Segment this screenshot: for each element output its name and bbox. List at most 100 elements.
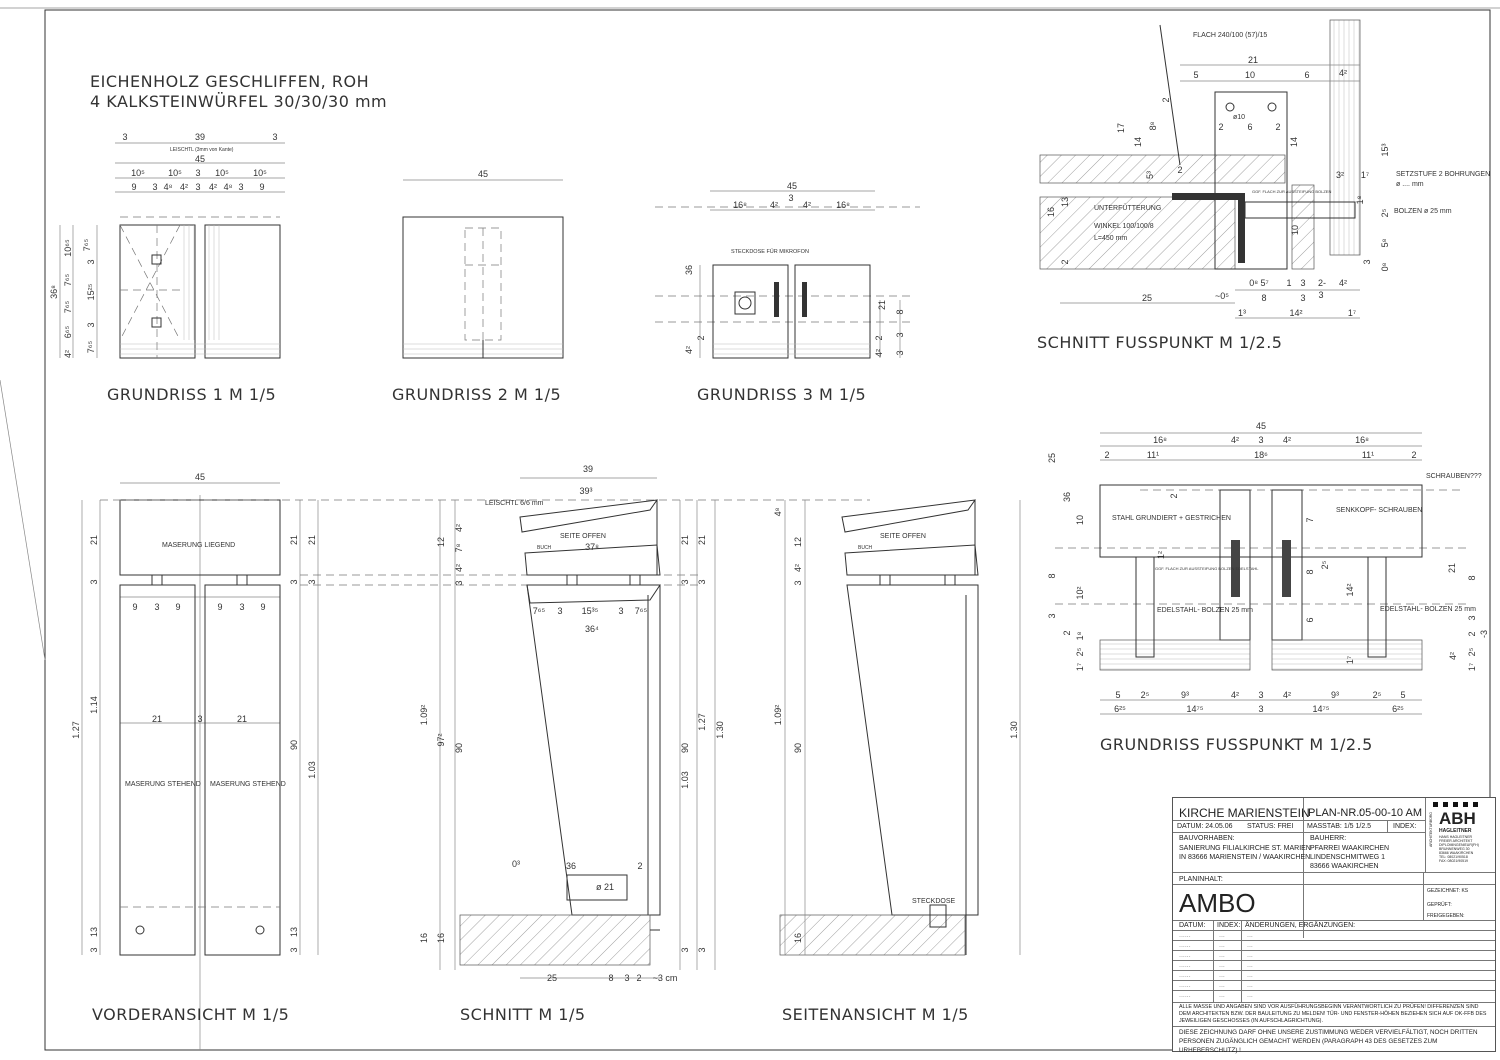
dimension-label: TEL: 08021/90518 (1439, 855, 1468, 859)
dimension-label: 16⁸ (1153, 435, 1167, 445)
changes-row: ...... (1179, 982, 1191, 989)
dimension-label: 21 (1248, 55, 1258, 65)
dimension-label: 21 (1447, 563, 1457, 573)
dimension-label: 21 (289, 535, 299, 545)
view-title-seitenansicht: SEITENANSICHT M 1/5 (782, 1005, 969, 1024)
dimension-label: ... (1219, 952, 1225, 959)
dimension-label: 7⁶⁵ (635, 606, 648, 616)
dimension-label: 90 (289, 740, 299, 750)
index: INDEX: (1393, 823, 1417, 830)
dimension-label: 90 (454, 743, 464, 753)
dimension-label: BRUNNENWEG 30 (1439, 847, 1470, 851)
dimension-label: 17 (1116, 123, 1126, 133)
bauvorhaben-line: IN 83666 MARIENSTEIN / WAAKIRCHEN (1179, 854, 1311, 861)
dimension-label: 3 (793, 580, 803, 585)
dimension-label: 13 (89, 927, 99, 937)
dimension-label: 2 (1161, 97, 1171, 102)
bauvorhaben-label: BAUVORHABEN: (1179, 835, 1235, 842)
dimension-label: WINKEL 100/100/8 (1094, 223, 1154, 230)
dimension-label: 3 (86, 322, 96, 327)
dimension-label: 3 (289, 947, 299, 952)
dimension-label: 1.09² (773, 705, 783, 726)
dimension-label: 8 (1305, 569, 1315, 574)
view-title-grundriss-3: GRUNDRISS 3 M 1/5 (697, 385, 866, 404)
dimension-label: ... (1247, 942, 1253, 949)
changes-table: DATUM: INDEX: ÄNDERUNGEN, ERGÄNZUNGEN: .… (1173, 920, 1495, 1002)
dimension-label: 39 (195, 132, 205, 142)
project-name: KIRCHE MARIENSTEIN (1179, 806, 1310, 820)
dimension-label: 2 (636, 973, 641, 983)
copyright-notice: DIESE ZEICHNUNG DARF OHNE UNSERE ZUSTIMM… (1179, 1029, 1478, 1054)
dimension-label: 2⁵ (1467, 647, 1477, 656)
dimension-label: BOLZEN ø 25 mm (1394, 208, 1452, 215)
dimension-label: 7⁶⁵ (63, 301, 73, 314)
dimension-label: 25 (1047, 453, 1057, 463)
dimension-label: 1⁷ (1348, 308, 1356, 318)
dimension-label: 15³⁵ (582, 606, 599, 616)
view-title-vorderansicht: VORDERANSICHT M 1/5 (92, 1005, 289, 1024)
dimension-label: 1 (1286, 278, 1291, 288)
dimension-label: 6⁶⁵ (63, 326, 73, 339)
changes-row: ...... (1179, 952, 1191, 959)
dimension-label: 2 (1218, 122, 1223, 132)
dimension-label: 83666 WAAKIRCHEN (1439, 851, 1474, 855)
dimension-label: 36⁴ (585, 624, 599, 634)
dimension-label: 3 (1300, 293, 1305, 303)
dimension-label: 10 (1290, 225, 1300, 235)
bauvorhaben-line: SANIERUNG FILIALKIRCHE ST. MARIEN (1179, 845, 1311, 852)
view-seitenansicht: SEITE OFFEN BUCH STECKDOSE 4⁸ 12 4² 3 1.… (773, 499, 1021, 1024)
dimension-label: 10⁵ (168, 168, 182, 178)
dimension-label: ... (1219, 992, 1225, 999)
dimension-label: 3 (86, 259, 96, 264)
dimension-label: 3 (697, 947, 707, 952)
dimension-label: 2⁵ (1075, 647, 1085, 656)
dimension-label: HAGLEITNER (1439, 828, 1472, 834)
dimension-label: 21 (237, 714, 247, 724)
dimension-label: 4² (1283, 690, 1291, 700)
dimension-label: 7⁶⁵ (63, 274, 73, 287)
dimension-label: 16⁸ (1355, 435, 1369, 445)
dimension-label: 97² (436, 733, 446, 746)
dimension-label: 3 (152, 182, 157, 192)
dimension-label: ~0⁵ (1215, 291, 1229, 301)
architect-logo: ARCHITEKTURBÜRO ABH HAGLEITNER HANS HAGL… (1427, 800, 1493, 870)
dimension-label: SEITE OFFEN (880, 533, 926, 540)
steckdose-mikrofon-note: STECKDOSE FÜR MIKROFON (731, 248, 809, 255)
dimension-label: ... (1247, 982, 1253, 989)
view-title-grundriss-2: GRUNDRISS 2 M 1/5 (392, 385, 561, 404)
dimension-label: 3 (195, 168, 200, 178)
dimension-label: 6 (1247, 122, 1252, 132)
dimension-label: 25 (1142, 293, 1152, 303)
dimension-label: 45 (195, 154, 205, 164)
dimension-label: 9 (260, 602, 265, 612)
dimension-label: 3 (1258, 704, 1263, 714)
dimension-label: 3 (680, 947, 690, 952)
dimension-label: 7⁶⁵ (82, 239, 92, 252)
dimension-label: SENKKOPF- SCHRAUBEN (1336, 507, 1422, 514)
dimension-label: BUCH (537, 545, 552, 551)
dimension-label: 21 (680, 535, 690, 545)
dimension-label: 7⁶⁵ (533, 606, 546, 616)
dimension-label: 3 (680, 579, 690, 584)
dimension-label: ÄNDERUNGEN, ERGÄNZUNGEN: (1245, 922, 1356, 929)
plan-nr: 05-00-10 AM (1359, 807, 1422, 819)
dimension-label: 45 (787, 181, 797, 191)
dimension-label: 14 (1133, 137, 1143, 147)
dimension-label: 10⁶⁵ (63, 239, 73, 257)
dimension-label: ... (1219, 942, 1225, 949)
dimension-label: 3 (154, 602, 159, 612)
changes-row: ...... (1179, 972, 1191, 979)
dimension-label: 4⁸ (773, 507, 783, 516)
dimension-label: SCHRAUBEN??? (1426, 473, 1482, 480)
dimension-label: 3 (238, 182, 243, 192)
dimension-label: 10 (1075, 515, 1085, 525)
dimension-label: EDELSTAHL- BOLZEN 25 mm (1380, 606, 1476, 613)
dimension-label: 4² (454, 564, 464, 572)
dimension-label: 4² (684, 346, 694, 354)
dimension-label: 3 (624, 973, 629, 983)
dimension-label: ... (1247, 962, 1253, 969)
dimension-label: 1⁸ (1075, 631, 1085, 640)
dimension-label: 16 (436, 933, 446, 943)
dimension-label: FAX: 08021/90519 (1439, 859, 1468, 863)
